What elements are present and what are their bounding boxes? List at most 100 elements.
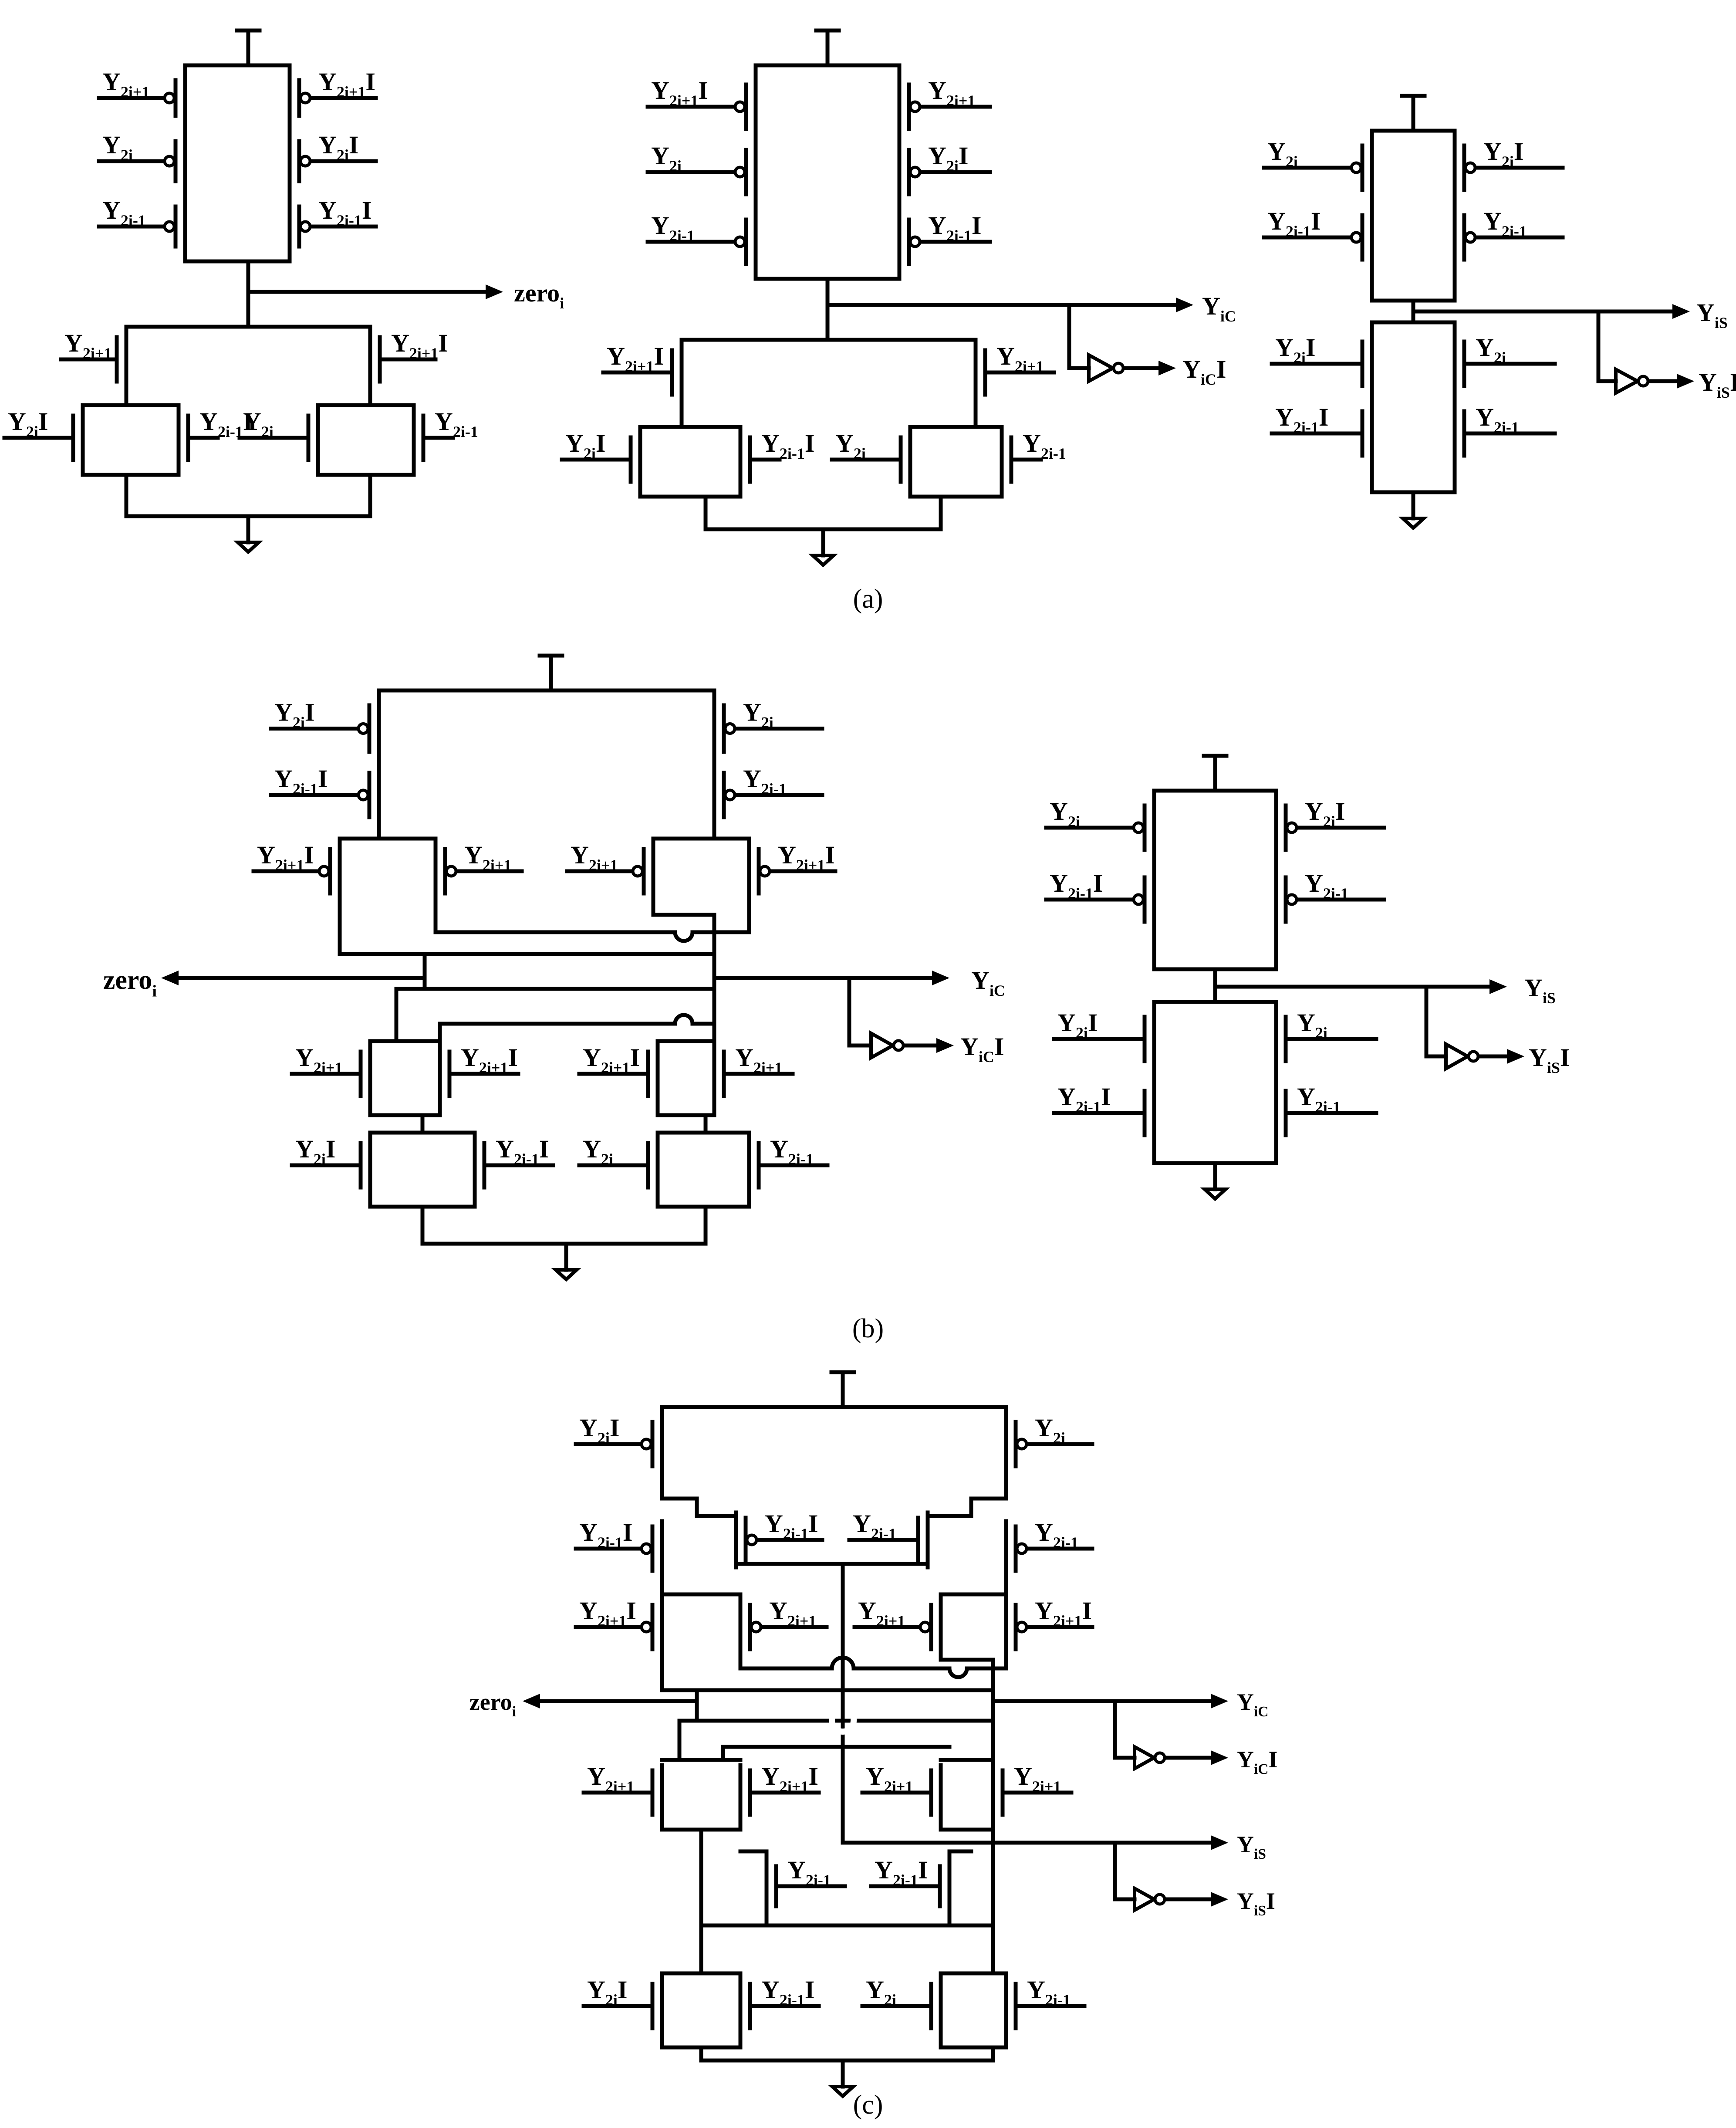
signal-label: Y2iI: [1057, 1008, 1098, 1042]
output-arrow: [1211, 1750, 1228, 1765]
pmos-bubble: [299, 91, 312, 105]
signal-label: YiCI: [1237, 1746, 1277, 1777]
signal-label: Y2i: [1297, 1008, 1327, 1042]
pmos-bubble: [909, 235, 922, 248]
pmos-bubble: [1637, 375, 1650, 388]
pmos-bubble: [723, 722, 736, 735]
output-arrow: [161, 971, 179, 985]
signal-label: Y2i-1I: [1050, 869, 1103, 902]
signal-label: Y2i-1I: [199, 407, 253, 440]
ground-symbol: [1200, 1187, 1230, 1201]
signal-label: Y2i+1: [64, 329, 111, 362]
signal-label: Y2iI: [565, 429, 605, 462]
ground-symbol: [808, 554, 838, 568]
signal-label: Y2i-1I: [318, 196, 372, 229]
signal-label: Y2i+1: [866, 1762, 913, 1795]
output-arrow: [936, 1038, 954, 1053]
output-arrow: [1158, 361, 1176, 376]
signal-label: Y2i-1I: [761, 1976, 814, 2009]
signal-label: Y2i+1: [571, 841, 618, 874]
signal-label: Y2i: [743, 698, 773, 731]
signal-label: YiC: [1202, 292, 1236, 325]
ground-symbol: [1398, 517, 1429, 531]
inverter-symbol: [1087, 352, 1117, 384]
pmos-bubble: [1467, 1050, 1480, 1063]
signal-label: Y2i-1: [1483, 207, 1527, 240]
output-arrow: [486, 284, 503, 299]
pmos-bubble: [163, 220, 176, 233]
signal-label: Y2i: [102, 131, 133, 164]
pmos-bubble: [723, 788, 736, 802]
pmos-bubble: [1112, 362, 1125, 375]
signal-label: YiCI: [960, 1032, 1004, 1066]
signal-label: Y2i+1: [464, 841, 511, 874]
signal-label: Y2i-1: [102, 196, 146, 229]
pmos-bubble: [631, 865, 644, 878]
signal-label: Y2iI: [1483, 137, 1523, 170]
pmos-bubble: [1153, 1751, 1166, 1764]
output-arrow: [932, 971, 949, 985]
signal-label: Y2i+1I: [1035, 1597, 1092, 1630]
signal-label: Y2i: [583, 1135, 613, 1168]
pmos-bubble: [640, 1438, 653, 1451]
pmos-bubble: [733, 235, 746, 248]
signal-label: Y2i-1I: [274, 765, 328, 798]
caption-b: (b): [852, 1314, 884, 1343]
signal-label: Y2i+1I: [318, 68, 375, 101]
pmos-bubble: [299, 220, 312, 233]
signal-label: Y2i-1: [435, 407, 478, 440]
pmos-bubble: [1464, 161, 1477, 174]
signal-label: Y2i-1: [651, 211, 695, 244]
signal-label: Y2i-1: [1297, 1083, 1341, 1116]
signal-label: Y2i+1I: [607, 342, 664, 375]
signal-label: Y2i+1: [735, 1043, 782, 1076]
signal-label: Y2i+1I: [461, 1043, 518, 1076]
ground-symbol: [551, 1268, 581, 1282]
output-arrow: [523, 1694, 540, 1708]
pmos-bubble: [357, 722, 370, 735]
signal-label: Y2i-1I: [765, 1509, 818, 1543]
signal-label: Y2i-1: [1035, 1518, 1078, 1551]
ground-symbol: [827, 2085, 858, 2099]
signal-label: Y2i-1: [787, 1856, 831, 1889]
pmos-bubble: [640, 1621, 653, 1634]
output-arrow: [1211, 1835, 1228, 1850]
signal-label: Y2i+1: [587, 1762, 634, 1795]
signal-label: YiC: [971, 966, 1005, 999]
pmos-bubble: [1350, 231, 1363, 244]
pmos-bubble: [445, 865, 458, 878]
pmos-bubble: [909, 166, 922, 179]
pmos-bubble: [1285, 821, 1298, 834]
pmos-bubble: [1015, 1621, 1028, 1634]
signal-label: Y2i-1I: [1057, 1083, 1111, 1116]
signal-label: Y2iI: [295, 1135, 335, 1168]
signal-label: Y2i+1I: [391, 329, 448, 362]
signal-label: Y2i-1: [743, 765, 787, 798]
pmos-bubble: [750, 1621, 763, 1634]
signal-label: Y2i+1: [928, 76, 975, 109]
signal-label: Y2i-1I: [875, 1856, 928, 1889]
marks: [161, 91, 1694, 2099]
signal-label: Y2i: [866, 1976, 896, 2009]
signal-label: YiSI: [1529, 1043, 1570, 1076]
pmos-bubble: [1350, 161, 1363, 174]
pmos-bubble: [733, 100, 746, 113]
signal-label: Y2iI: [587, 1976, 627, 2009]
output-arrow: [1176, 298, 1193, 312]
pmos-bubble: [1015, 1542, 1028, 1555]
output-arrow: [1507, 1049, 1524, 1064]
signal-label: zeroi: [103, 965, 157, 1000]
signal-label: Y2i+1I: [579, 1597, 636, 1630]
inverter-symbol: [1444, 1041, 1472, 1072]
signal-label: Y2i-1: [1023, 429, 1066, 462]
signal-label: Y2i: [1476, 333, 1506, 366]
signal-label: YiS: [1524, 974, 1556, 1007]
signal-label: Y2iI: [318, 131, 358, 164]
signal-label: Y2i: [1267, 137, 1298, 170]
inverter-symbol: [1133, 1744, 1158, 1772]
signal-label: Y2i-1I: [496, 1135, 549, 1168]
inverter-symbol: [1614, 366, 1641, 396]
signal-label: Y2i+1I: [778, 841, 835, 874]
pmos-bubble: [909, 100, 922, 113]
